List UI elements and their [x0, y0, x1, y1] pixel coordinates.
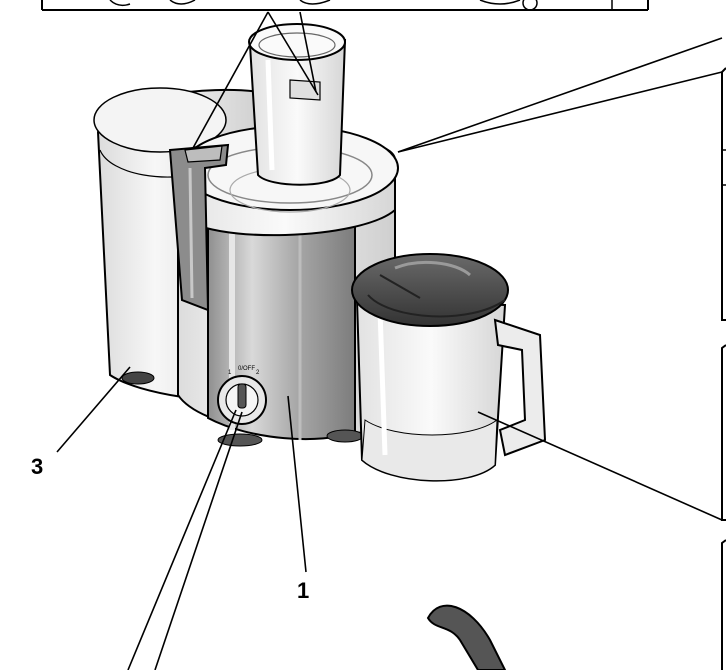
locking-arm [168, 143, 230, 312]
feed-tube [248, 23, 347, 186]
juice-jug [351, 253, 547, 482]
dial-setting-off: 0/OFF [238, 366, 255, 372]
cleaning-brush [426, 604, 507, 670]
dial-setting-1: 1 [228, 370, 232, 376]
callout-label-3: 3 [31, 454, 44, 479]
callout-label-1: 1 [297, 578, 310, 603]
speed-dial: 1 0/OFF 2 [217, 366, 267, 425]
dial-setting-2: 2 [256, 370, 260, 376]
leader-lines [56, 11, 723, 670]
reference-frames-right [721, 67, 726, 670]
reference-frame-top [41, 0, 649, 11]
